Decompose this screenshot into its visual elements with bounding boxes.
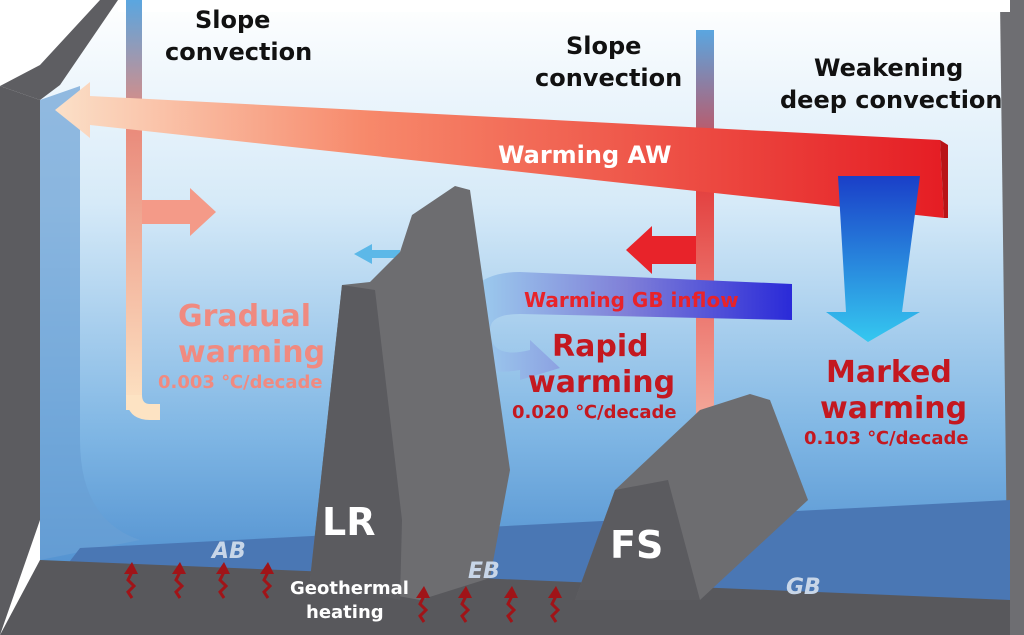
geothermal-line2: heating [306,602,384,623]
marked-warming-rate: 0.103 ℃/decade [804,428,969,449]
weakening-line2: deep convection [780,86,1003,114]
marked-warming-line1: Marked [826,355,952,390]
geothermal-line1: Geothermal [290,578,409,599]
mid-convection-pipe [696,30,714,445]
left-pipe-elbow [126,395,160,420]
fs-ridge-face [575,480,700,600]
warming-gb-inflow-label: Warming GB inflow [524,288,739,312]
eb-label: EB [468,559,500,584]
fs-label: FS [610,523,663,567]
top-edge [118,0,1010,12]
ab-label: AB [210,539,246,564]
slope-convection-mid-line1: Slope [566,32,641,60]
left-branch-arrow [142,188,216,236]
gradual-warming-line2: warming [178,335,325,370]
slope-convection-left-line1: Slope [195,6,270,34]
gb-label: GB [786,575,821,600]
warming-aw-arrow [55,82,944,218]
left-convection-pipe [126,0,142,410]
mid-branch-arrow [626,226,696,274]
rapid-warming-line1: Rapid [552,329,649,364]
left-inner-wall [40,86,140,560]
rapid-warming-line2: warming [528,365,675,400]
gradual-warming-rate: 0.003 ℃/decade [158,372,323,393]
warming-aw-label: Warming AW [498,141,671,169]
warming-aw-arrow-end [940,140,948,218]
rapid-warming-rate: 0.020 ℃/decade [512,402,677,423]
weakening-line1: Weakening [814,54,963,82]
marked-warming-line2: warming [820,391,967,426]
slope-convection-left-line2: convection [165,38,312,66]
left-wall [0,86,40,635]
right-rim [1000,0,1024,635]
container-top-rim [0,0,118,100]
lr-overflow-arrow [354,244,400,264]
gb-inflow-arrow [460,272,792,380]
geothermal-arrows [124,562,562,623]
lr-ridge-face [310,285,402,600]
lr-label: LR [322,500,375,544]
slope-convection-mid-line2: convection [535,64,682,92]
gradual-warming-line1: Gradual [178,299,311,334]
deep-convection-down-arrow [826,176,920,342]
